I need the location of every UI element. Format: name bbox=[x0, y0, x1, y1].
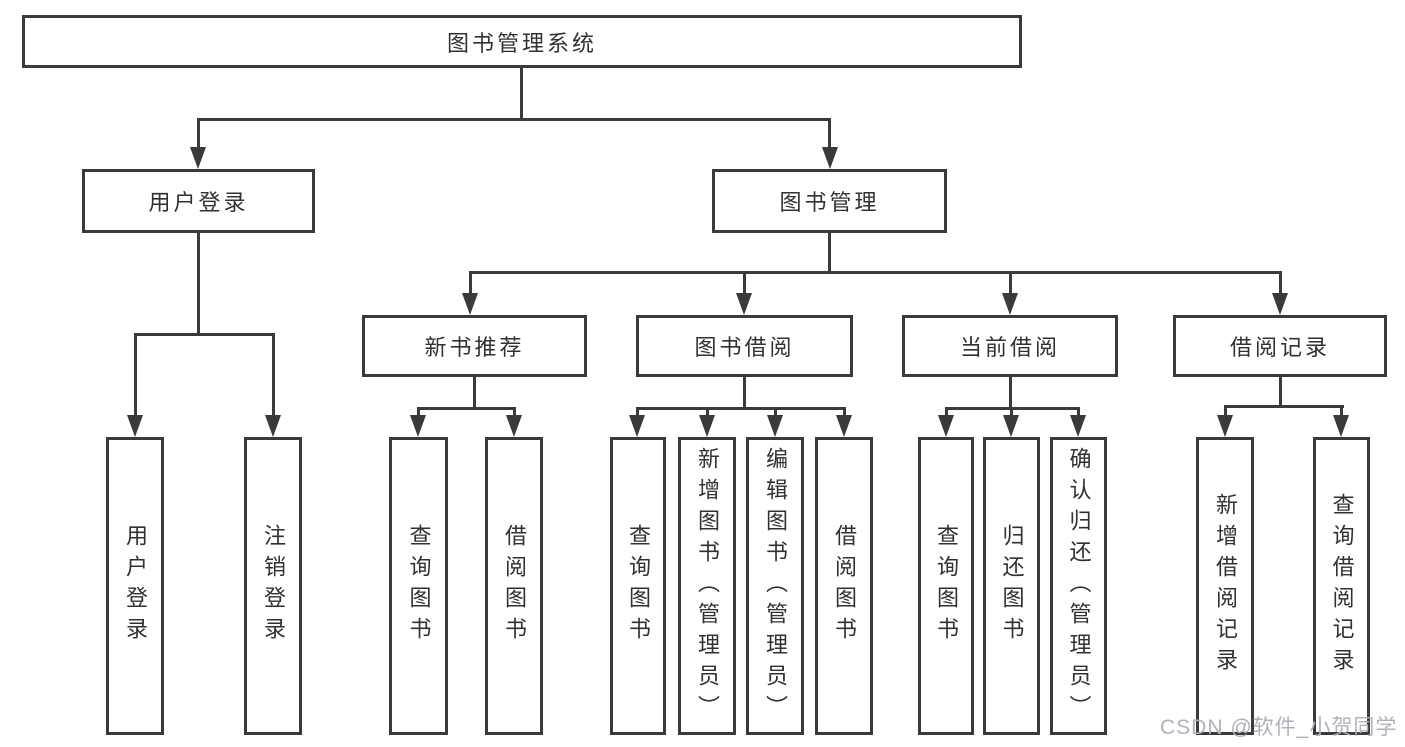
connector-user-login-rail bbox=[134, 333, 275, 336]
connector-book-borrow-stem bbox=[743, 377, 746, 410]
leaf-borrow-books-recommend: 借阅图书 bbox=[485, 437, 543, 735]
node-label: 新增借阅记录 bbox=[1213, 493, 1238, 679]
node-label: 图书借阅 bbox=[694, 335, 795, 360]
connector-new-book-rail bbox=[417, 407, 516, 410]
node-label: 用户登录 bbox=[148, 190, 249, 215]
connector-book-management-rail bbox=[469, 271, 1282, 274]
node-label: 编辑图书（管理员） bbox=[763, 446, 788, 726]
node-user-login: 用户登录 bbox=[82, 169, 315, 233]
connector-drop-current-borrow bbox=[1009, 271, 1012, 296]
arrowhead-bb-edit bbox=[767, 415, 783, 437]
arrowhead-br-add bbox=[1217, 415, 1233, 437]
connector-book-borrow-rail bbox=[636, 407, 846, 410]
node-root: 图书管理系统 bbox=[22, 15, 1022, 68]
arrowhead-cb-return bbox=[1003, 415, 1019, 437]
leaf-return-books: 归还图书 bbox=[983, 437, 1040, 735]
arrowhead-nb-borrow bbox=[506, 415, 522, 437]
arrowhead-bb-query bbox=[629, 415, 645, 437]
leaf-query-books-recommend: 查询图书 bbox=[389, 437, 448, 735]
leaf-borrow-books: 借阅图书 bbox=[815, 437, 873, 735]
leaf-query-books-borrow: 查询图书 bbox=[610, 437, 666, 735]
node-label: 用户登录 bbox=[123, 524, 148, 648]
connector-borrow-records-rail bbox=[1224, 405, 1344, 408]
arrowhead-leaf-user-login bbox=[127, 415, 143, 437]
connector-drop-book-borrow bbox=[743, 271, 746, 296]
leaf-add-books-admin: 新增图书（管理员） bbox=[678, 437, 736, 735]
node-book-borrow: 图书借阅 bbox=[636, 315, 853, 377]
connector-user-login-stem bbox=[197, 233, 200, 336]
connector-book-management-stem bbox=[828, 233, 831, 274]
connector-drop-user-login bbox=[197, 118, 200, 152]
leaf-query-borrow-record: 查询借阅记录 bbox=[1313, 437, 1370, 735]
node-label: 新增图书（管理员） bbox=[695, 446, 720, 726]
node-label: 新书推荐 bbox=[424, 335, 525, 360]
arrowhead-nb-query bbox=[410, 415, 426, 437]
leaf-logout: 注销登录 bbox=[244, 437, 302, 735]
connector-drop-leaf-logout bbox=[272, 333, 275, 421]
node-label: 注销登录 bbox=[261, 524, 286, 648]
connector-drop-book-management bbox=[828, 118, 831, 152]
arrowhead-borrow-records bbox=[1272, 293, 1288, 315]
csdn-watermark: CSDN @软件_小贺同学 bbox=[1160, 716, 1398, 739]
connector-drop-br-add bbox=[1224, 405, 1227, 423]
node-label: 确认归还（管理员） bbox=[1066, 446, 1092, 726]
leaf-edit-books-admin: 编辑图书（管理员） bbox=[746, 437, 804, 735]
node-label: 借阅图书 bbox=[832, 524, 857, 648]
node-label: 查询借阅记录 bbox=[1329, 493, 1355, 679]
leaf-add-borrow-record: 新增借阅记录 bbox=[1196, 437, 1254, 735]
arrowhead-br-query bbox=[1333, 415, 1349, 437]
arrowhead-cb-query bbox=[938, 415, 954, 437]
connector-new-book-stem bbox=[473, 377, 476, 410]
node-borrow-records: 借阅记录 bbox=[1173, 315, 1387, 377]
node-label: 图书管理系统 bbox=[446, 30, 597, 56]
arrowhead-bb-add bbox=[699, 415, 715, 437]
arrowhead-cb-confirm bbox=[1070, 415, 1086, 437]
node-label: 查询图书 bbox=[406, 524, 432, 648]
connector-root-stem bbox=[520, 68, 523, 121]
node-book-management: 图书管理 bbox=[712, 169, 947, 233]
connector-drop-borrow-records bbox=[1279, 271, 1282, 296]
leaf-user-login: 用户登录 bbox=[106, 437, 164, 735]
node-new-book-recommend: 新书推荐 bbox=[362, 315, 587, 377]
connector-drop-leaf-user-login bbox=[134, 333, 137, 421]
node-label: 借阅记录 bbox=[1229, 335, 1330, 360]
leaf-confirm-return-admin: 确认归还（管理员） bbox=[1050, 437, 1107, 735]
connector-root-rail bbox=[197, 118, 831, 121]
arrowhead-book-management bbox=[822, 147, 838, 169]
arrowhead-bb-borrow bbox=[836, 415, 852, 437]
arrowhead-current-borrow bbox=[1002, 293, 1018, 315]
node-label: 图书管理 bbox=[779, 190, 880, 215]
arrowhead-user-login bbox=[190, 147, 206, 169]
arrowhead-new-book bbox=[462, 293, 478, 315]
connector-drop-new-book bbox=[469, 271, 472, 296]
node-current-borrow: 当前借阅 bbox=[902, 315, 1118, 377]
node-label: 归还图书 bbox=[999, 524, 1025, 648]
connector-current-borrow-stem bbox=[1009, 377, 1012, 410]
node-label: 当前借阅 bbox=[959, 335, 1060, 360]
node-label: 查询图书 bbox=[934, 524, 959, 648]
connector-borrow-records-stem bbox=[1279, 377, 1282, 408]
arrowhead-book-borrow bbox=[736, 293, 752, 315]
connector-drop-br-query bbox=[1340, 405, 1343, 423]
leaf-query-books-current: 查询图书 bbox=[918, 437, 974, 735]
arrowhead-leaf-logout bbox=[265, 415, 281, 437]
node-label: 查询图书 bbox=[626, 524, 651, 648]
node-label: 借阅图书 bbox=[502, 524, 527, 648]
